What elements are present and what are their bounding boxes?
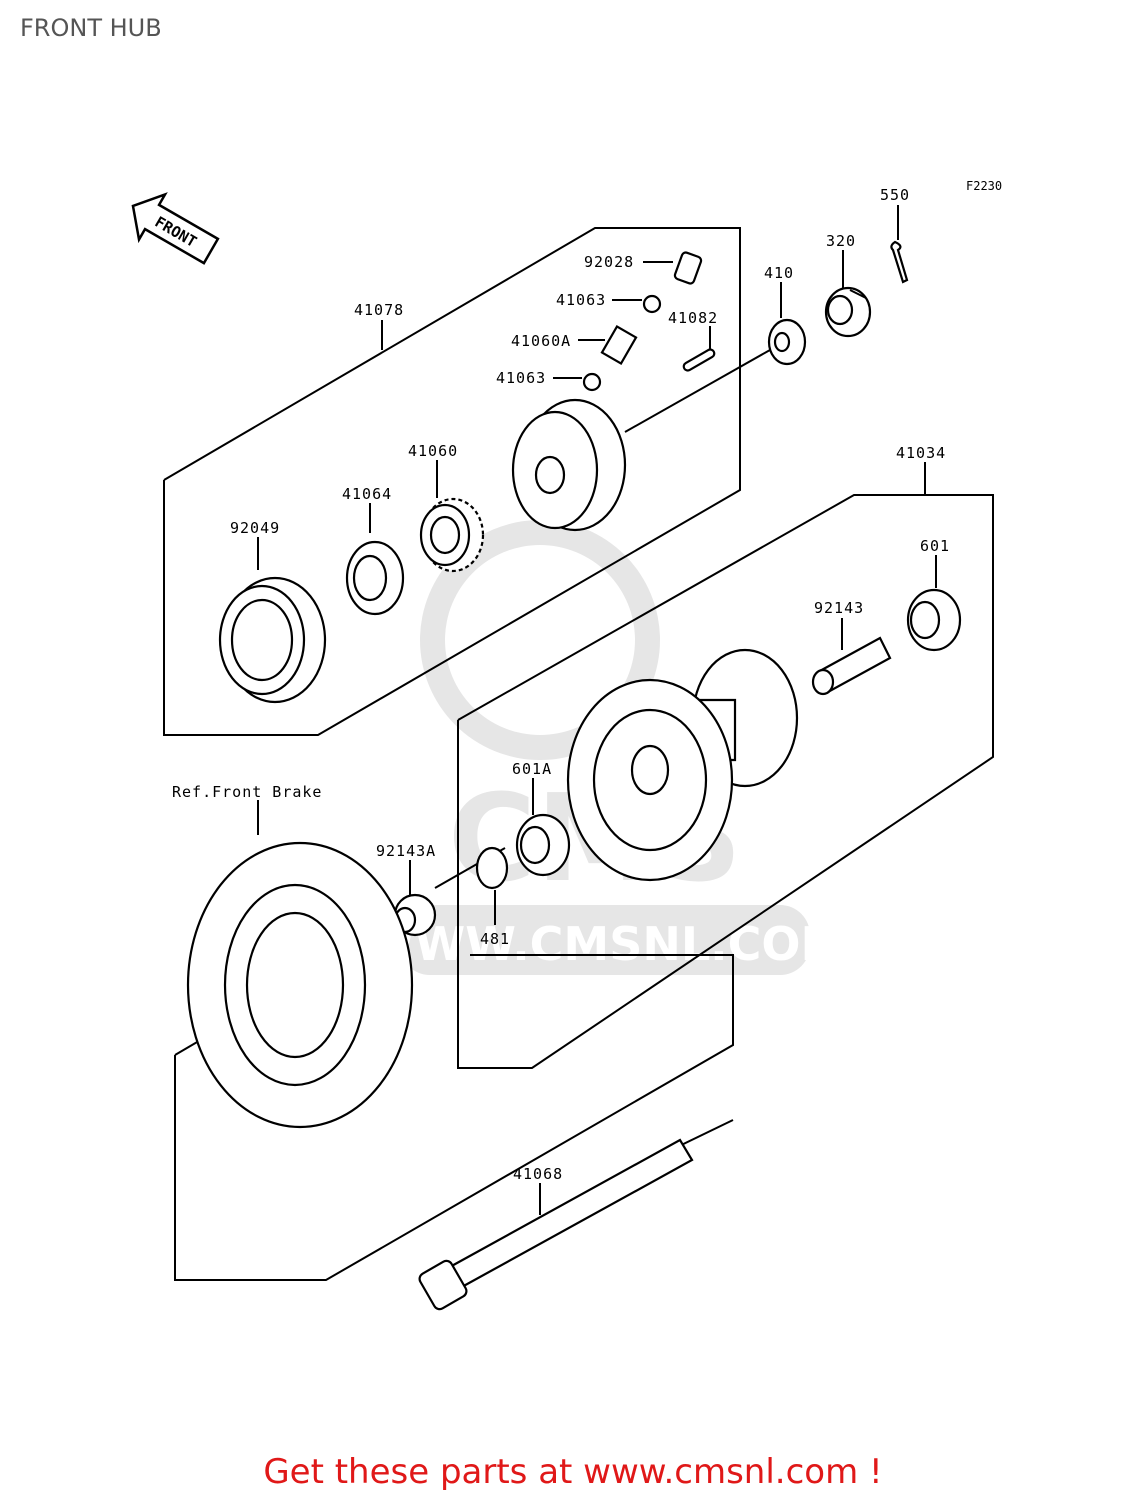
part-92049-oil-seal (218, 576, 327, 704)
label-41064: 41064 (342, 485, 392, 503)
assembly-frame-41068 (174, 954, 734, 1281)
part-92143-spacer (811, 636, 892, 696)
label-92049: 92049 (230, 519, 280, 537)
label-410: 410 (764, 264, 794, 282)
label-92143a: 92143A (376, 842, 436, 860)
part-41034-wheel-hub (566, 648, 799, 882)
label-41060: 41060 (408, 442, 458, 460)
label-92028: 92028 (584, 253, 634, 271)
part-601-bearing (906, 588, 962, 652)
label-601a: 601A (512, 760, 552, 778)
part-41063-upper-washer (642, 294, 662, 314)
label-601: 601 (920, 537, 950, 555)
part-41063-lower-washer (582, 372, 602, 392)
part-481-circlip (475, 846, 509, 890)
figure-code: F2230 (966, 179, 1002, 193)
label-ref-front-brake: Ref.Front Brake (172, 783, 322, 801)
label-320: 320 (826, 232, 856, 250)
part-front-brake-disc (186, 841, 414, 1129)
label-550: 550 (880, 186, 910, 204)
part-meter-gear-housing (511, 398, 627, 532)
part-41068-axle (418, 1138, 694, 1311)
label-41068: 41068 (513, 1165, 563, 1183)
page-title: FRONT HUB (20, 14, 162, 42)
assembly-frame-41078 (163, 227, 741, 736)
label-41063-lower: 41063 (496, 369, 546, 387)
label-41060a: 41060A (511, 332, 571, 350)
label-92143: 92143 (814, 599, 864, 617)
part-41064-retainer (345, 540, 405, 616)
part-41060a-drive-gear (600, 325, 638, 365)
label-41034: 41034 (896, 444, 946, 462)
part-550-cotter-pin (890, 240, 909, 284)
part-320-castle-nut (824, 286, 872, 338)
watermark-url-text: WWW.CMSNL.COM (364, 917, 847, 971)
label-41078: 41078 (354, 301, 404, 319)
part-41060-meter-gear (419, 497, 485, 573)
label-481: 481 (480, 930, 510, 948)
assembly-frame-41034 (457, 494, 994, 1069)
part-601a-bearing (515, 813, 571, 877)
label-41082: 41082 (668, 309, 718, 327)
part-41082-pin (682, 348, 716, 372)
footer-cta-link[interactable]: Get these parts at www.cmsnl.com ! (263, 1452, 883, 1492)
label-41063-upper: 41063 (556, 291, 606, 309)
part-92028-fitting (673, 251, 703, 285)
part-410-collar (767, 318, 807, 366)
front-direction-arrow: FRONT (131, 192, 220, 265)
